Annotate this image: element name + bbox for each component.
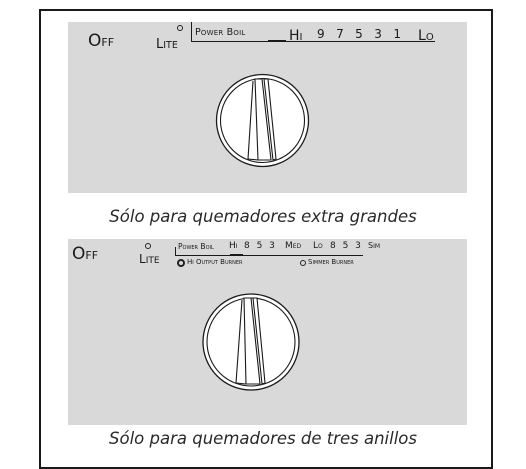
caption-extra-large: Sólo para quemadores extra grandes [109, 207, 417, 226]
scale-underline [191, 41, 435, 42]
control-knob-icon[interactable] [215, 73, 310, 168]
med-label: Med [285, 241, 302, 251]
power-boil-label: Power Boil [195, 27, 246, 38]
hi-label: HI [289, 28, 303, 44]
scale-left-tick [191, 22, 192, 42]
power-boil-mark [230, 254, 243, 256]
lo-label: Lo [313, 241, 323, 251]
burner-control-panel-triple-ring: OFF LITE Power Boil Hi 8 5 3 Med Lo 8 5 … [68, 239, 467, 425]
caption-triple-ring: Sólo para quemadores de tres anillos [109, 429, 417, 448]
hi-label: Hi [229, 241, 238, 251]
lite-label: LITE [139, 252, 160, 266]
scale-underline [175, 255, 363, 256]
simmer-burner-icon [300, 260, 306, 266]
power-boil-mark [268, 40, 286, 42]
lo-label: LO [418, 28, 434, 44]
lite-indicator-icon [145, 243, 151, 249]
hi-output-burner-label: Hi Output Burner [187, 258, 243, 266]
scale-left-tick [175, 247, 176, 256]
heat-level-numbers: 9 7 5 3 1 [317, 27, 401, 41]
power-boil-label: Power Boil [178, 242, 214, 251]
control-knob-icon[interactable] [201, 292, 301, 392]
burner-control-panel-extra-large: OFF LITE Power Boil HI 9 7 5 3 1 LO [68, 22, 467, 193]
lite-indicator-icon [177, 25, 183, 31]
hi-heat-numbers: 8 5 3 [244, 241, 277, 251]
lo-heat-numbers: 8 5 3 [330, 241, 363, 251]
lite-label: LITE [156, 37, 178, 52]
simmer-burner-label: Simmer Burner [308, 258, 354, 266]
off-label: OFF [88, 31, 115, 51]
hi-output-burner-icon [177, 259, 185, 267]
sim-label: Sim [368, 241, 381, 250]
off-label: OFF [72, 244, 99, 264]
